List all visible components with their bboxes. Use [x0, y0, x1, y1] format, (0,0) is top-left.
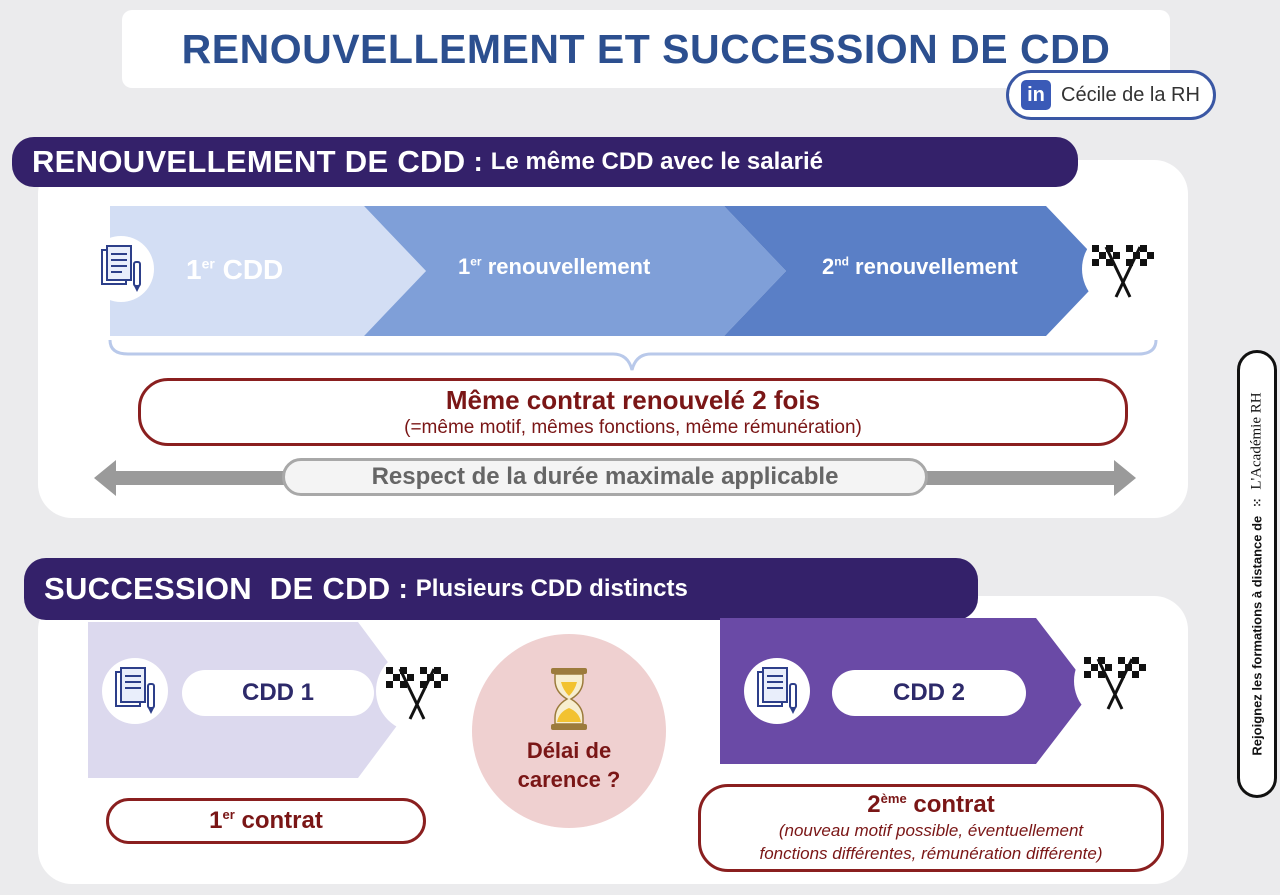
meme-contrat-box: Même contrat renouvelé 2 fois (=même mot… — [138, 378, 1128, 446]
hourglass-icon — [551, 668, 587, 730]
side-brand: L'Académie RH — [1248, 392, 1265, 490]
linkedin-badge[interactable]: in Cécile de la RH — [1006, 70, 1216, 120]
title-box: RENOUVELLEMENT ET SUCCESSION DE CDD — [122, 10, 1170, 88]
succession-title: SUCCESSION DE CDD — [44, 571, 391, 606]
checkered-flags-icon — [376, 650, 458, 732]
banner-colon: : — [473, 146, 483, 177]
contrat1-box: 1er contrat — [106, 798, 426, 844]
renouvellement-chevrons — [110, 206, 1108, 336]
document-pen-icon — [744, 658, 810, 724]
contrat2-label: 2ème contrat — [867, 791, 995, 818]
formations-side-banner[interactable]: Rejoignez les formations à distance de ⁙… — [1237, 350, 1277, 798]
checkered-flags-icon — [1074, 640, 1156, 722]
document-pen-icon — [88, 236, 154, 302]
duration-label: Respect de la durée maximale applicable — [282, 458, 928, 496]
step3-label: 2nd renouvellement — [822, 254, 1018, 279]
cdd1-label: CDD 1 — [182, 670, 374, 716]
side-banner-text: Rejoignez les formations à distance de ⁙… — [1249, 392, 1266, 755]
linkedin-icon: in — [1021, 80, 1051, 110]
contrat2-sub2: fonctions différentes, rémunération diff… — [759, 844, 1103, 863]
step1-label: 1er CDD — [186, 254, 284, 285]
checkered-flags-icon — [1082, 228, 1164, 310]
brace — [108, 339, 1158, 371]
succession-subtitle: Plusieurs CDD distincts — [415, 575, 688, 602]
renouvellement-banner: RENOUVELLEMENT DE CDD : Le même CDD avec… — [12, 137, 1078, 187]
linkedin-name: Cécile de la RH — [1061, 83, 1200, 106]
banner-colon: : — [398, 573, 408, 604]
renouvellement-subtitle: Le même CDD avec le salarié — [490, 148, 823, 175]
chevron-1er-cdd — [110, 206, 426, 336]
chevron-1er-renouvellement — [364, 206, 786, 336]
page-title: RENOUVELLEMENT ET SUCCESSION DE CDD — [181, 25, 1111, 72]
side-text: Rejoignez les formations à distance de — [1249, 515, 1265, 756]
chevron-2nd-renouvellement — [724, 206, 1108, 336]
step2-label: 1er renouvellement — [458, 254, 651, 279]
cdd2-label: CDD 2 — [832, 670, 1026, 716]
delai-line2: carence ? — [517, 767, 621, 792]
succession-banner: SUCCESSION DE CDD : Plusieurs CDD distin… — [24, 558, 978, 620]
delai-line1: Délai de — [526, 738, 612, 763]
meme-contrat-title: Même contrat renouvelé 2 fois — [445, 385, 821, 415]
academie-logo-icon: ⁙ — [1250, 497, 1264, 508]
contrat2-sub1: (nouveau motif possible, éventuellement — [778, 821, 1084, 840]
meme-contrat-sub: (=même motif, mêmes fonctions, même rému… — [404, 417, 862, 438]
contrat2-box: 2ème contrat (nouveau motif possible, év… — [698, 784, 1164, 872]
renouvellement-title: RENOUVELLEMENT DE CDD — [32, 144, 466, 179]
contrat1-label: 1er contrat — [209, 807, 323, 834]
document-pen-icon — [102, 658, 168, 724]
delai-carence-circle: Délai de carence ? — [472, 634, 666, 828]
